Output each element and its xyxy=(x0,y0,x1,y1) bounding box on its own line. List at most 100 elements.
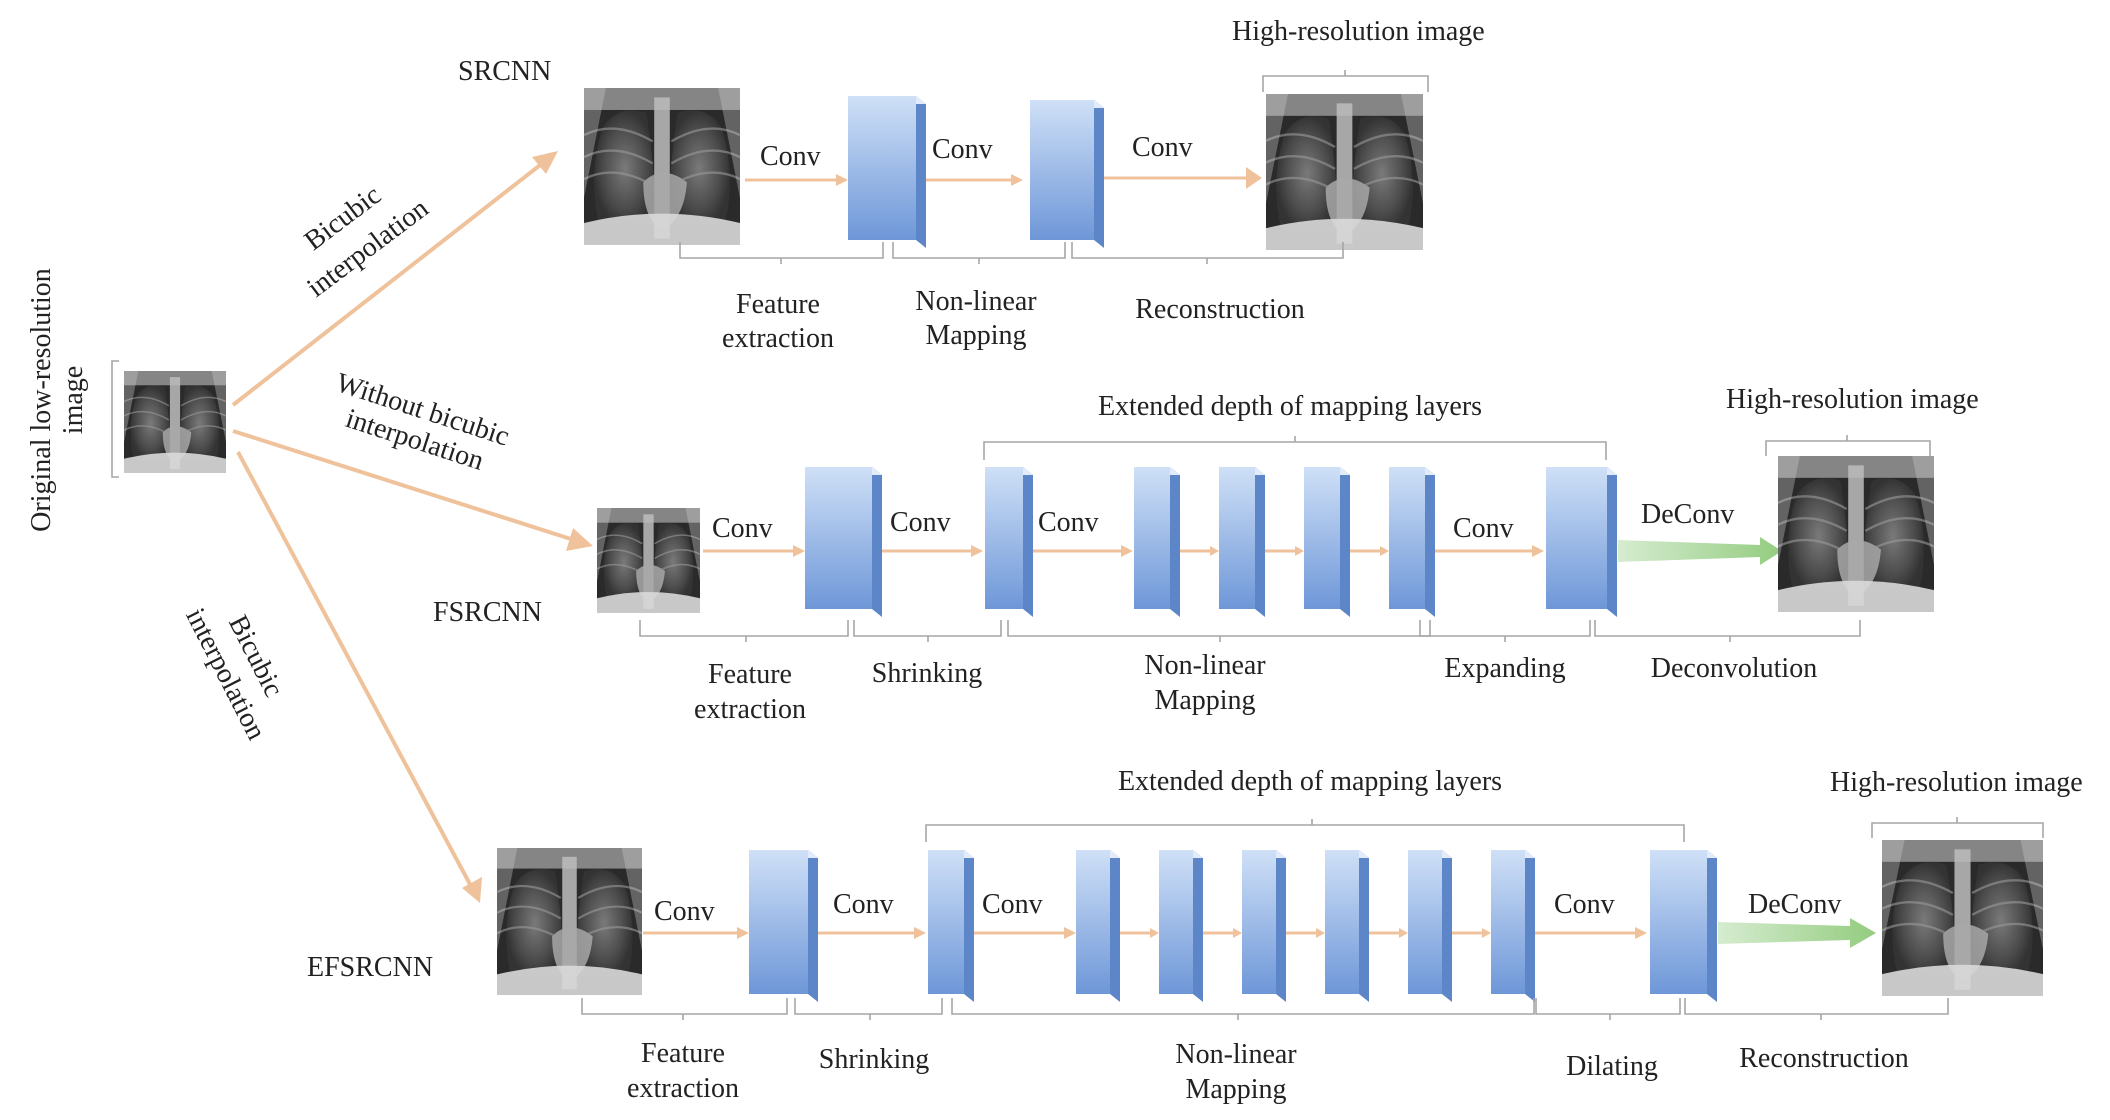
srcnn-arrowhead-1 xyxy=(836,174,848,186)
fsrcnn-mapping-bracket xyxy=(1007,620,1431,642)
efsrcnn-mapping-block-3 xyxy=(1242,850,1286,1002)
fsrcnn-shrinking-bracket xyxy=(853,620,1002,642)
fsrcnn-extended-label: Extended depth of mapping layers xyxy=(1098,391,1482,422)
input-section: Original low-resolution image xyxy=(26,268,227,532)
srcnn-stage-feature-2: extraction xyxy=(722,323,834,354)
fsrcnn-deconv-label: DeConv xyxy=(1641,499,1734,530)
efsrcnn-feature-bracket xyxy=(581,998,788,1020)
fsrcnn-conv-label-2: Conv xyxy=(890,507,951,538)
fsrcnn-arrowhead-7 xyxy=(1532,545,1544,557)
arrowhead-to-srcnn xyxy=(532,151,558,174)
fsrcnn-conv-label-1: Conv xyxy=(712,513,773,544)
efsrcnn-mapping-block-2 xyxy=(1159,850,1203,1002)
efsrcnn-dilating-block xyxy=(1650,850,1717,1002)
arrowhead-to-fsrcnn xyxy=(566,528,593,551)
efsrcnn-row: EFSRCNN Extended depth of mapping layers… xyxy=(307,766,2083,1105)
fsrcnn-arrowhead-6 xyxy=(1380,546,1389,556)
efsrcnn-feature-block xyxy=(749,850,818,1002)
efsrcnn-arrowhead-1 xyxy=(737,927,749,939)
efsrcnn-mapping-block-5 xyxy=(1408,850,1452,1002)
fsrcnn-mapping-block-1 xyxy=(1134,467,1180,617)
efsrcnn-title: EFSRCNN xyxy=(307,952,433,983)
fsrcnn-expanding-bracket xyxy=(1419,620,1591,642)
srcnn-feature-block xyxy=(848,96,926,248)
fsrcnn-conv-label-4: Conv xyxy=(1453,513,1514,544)
efsrcnn-output-bracket xyxy=(1871,817,2044,838)
srcnn-output-label: High-resolution image xyxy=(1232,16,1485,47)
srcnn-conv-label-1: Conv xyxy=(760,141,821,172)
efsrcnn-shrinking-bracket xyxy=(794,998,943,1020)
fsrcnn-mapping-block-4 xyxy=(1389,467,1435,617)
efsrcnn-mapping-bracket xyxy=(951,998,1535,1020)
input-xray-image xyxy=(123,370,227,474)
srcnn-output-image xyxy=(1264,92,1425,252)
efsrcnn-deconv-label: DeConv xyxy=(1748,889,1841,920)
path-arrows xyxy=(231,151,593,903)
fsrcnn-output-label: High-resolution image xyxy=(1726,384,1979,415)
srcnn-output-bracket xyxy=(1262,70,1429,92)
efsrcnn-reconstruction-bracket xyxy=(1684,998,1949,1020)
fsrcnn-stage-feature-2: extraction xyxy=(694,694,806,725)
fsrcnn-extended-bracket xyxy=(983,436,1607,460)
fsrcnn-stage-shrinking: Shrinking xyxy=(872,658,982,689)
input-label-line2: image xyxy=(58,366,89,434)
efsrcnn-output-image xyxy=(1880,838,2045,998)
srcnn-stage-nonlinear-1: Non-linear xyxy=(915,286,1037,317)
fsrcnn-feature-block xyxy=(805,467,882,617)
srcnn-feature-bracket xyxy=(679,242,884,264)
efsrcnn-stage-nonlinear-2: Mapping xyxy=(1185,1074,1286,1105)
efsrcnn-arrowhead-4 xyxy=(1150,928,1159,938)
srcnn-stage-reconstruction: Reconstruction xyxy=(1135,294,1305,325)
efsrcnn-arrowhead-3 xyxy=(1064,927,1076,939)
fsrcnn-deconv-arrow xyxy=(1618,537,1782,565)
srcnn-reconstruction-bracket xyxy=(1071,242,1344,264)
arrow-to-efsrcnn xyxy=(236,451,474,889)
fsrcnn-arrowhead-5 xyxy=(1295,546,1304,556)
efsrcnn-arrowhead-6 xyxy=(1316,928,1325,938)
efsrcnn-stage-feature-1: Feature xyxy=(641,1038,725,1069)
fsrcnn-arrowhead-3 xyxy=(1121,545,1133,557)
efsrcnn-mapping-block-6 xyxy=(1491,850,1535,1002)
efsrcnn-stage-feature-2: extraction xyxy=(627,1073,739,1104)
fsrcnn-output-image xyxy=(1776,454,1936,614)
fsrcnn-stage-nonlinear-2: Mapping xyxy=(1154,685,1255,716)
efsrcnn-arrowhead-7 xyxy=(1399,928,1408,938)
arrow-to-srcnn xyxy=(231,160,546,407)
efsrcnn-conv-label-4: Conv xyxy=(1554,889,1615,920)
srcnn-title: SRCNN xyxy=(458,56,551,87)
srcnn-mapping-block xyxy=(1030,100,1104,248)
fsrcnn-shrinking-block xyxy=(985,467,1033,617)
efsrcnn-input-image xyxy=(495,846,644,997)
fsrcnn-arrowhead-4 xyxy=(1210,546,1219,556)
srcnn-input-image xyxy=(582,86,742,247)
efsrcnn-deconv-arrow xyxy=(1718,918,1876,948)
fsrcnn-row: FSRCNN Extended depth of mapping layers … xyxy=(433,384,1979,725)
fsrcnn-stage-nonlinear-1: Non-linear xyxy=(1144,650,1266,681)
srcnn-stage-feature-1: Feature xyxy=(736,289,820,320)
srcnn-conv-label-3: Conv xyxy=(1132,132,1193,163)
efsrcnn-extended-label: Extended depth of mapping layers xyxy=(1118,766,1502,797)
fsrcnn-output-bracket xyxy=(1765,435,1931,456)
path-labels: Bicubic interpolation Without bicubic in… xyxy=(179,180,513,745)
fsrcnn-deconvolution-bracket xyxy=(1594,620,1861,642)
efsrcnn-extended-bracket xyxy=(925,819,1685,842)
efsrcnn-stage-dilating: Dilating xyxy=(1566,1051,1658,1082)
arrowhead-to-efsrcnn xyxy=(462,877,482,903)
fsrcnn-stage-deconvolution: Deconvolution xyxy=(1651,653,1817,684)
efsrcnn-output-label: High-resolution image xyxy=(1830,767,2083,798)
fsrcnn-input-image xyxy=(596,507,701,614)
efsrcnn-conv-label-2: Conv xyxy=(833,889,894,920)
input-bracket xyxy=(111,360,119,478)
efsrcnn-mapping-block-4 xyxy=(1325,850,1369,1002)
efsrcnn-stage-shrinking: Shrinking xyxy=(819,1044,929,1075)
efsrcnn-arrowhead-9 xyxy=(1635,927,1647,939)
input-label-line1: Original low-resolution xyxy=(26,268,57,532)
fsrcnn-conv-label-3: Conv xyxy=(1038,507,1099,538)
srcnn-mapping-bracket xyxy=(892,242,1066,264)
efsrcnn-stage-nonlinear-1: Non-linear xyxy=(1175,1039,1297,1070)
efsrcnn-dilating-bracket xyxy=(1535,998,1681,1020)
srcnn-row: SRCNN Conv Conv Conv High-resolution ima… xyxy=(458,16,1485,354)
srcnn-arrowhead-3 xyxy=(1246,167,1262,189)
efsrcnn-conv-label-3: Conv xyxy=(982,889,1043,920)
arrow-to-fsrcnn xyxy=(232,429,575,542)
